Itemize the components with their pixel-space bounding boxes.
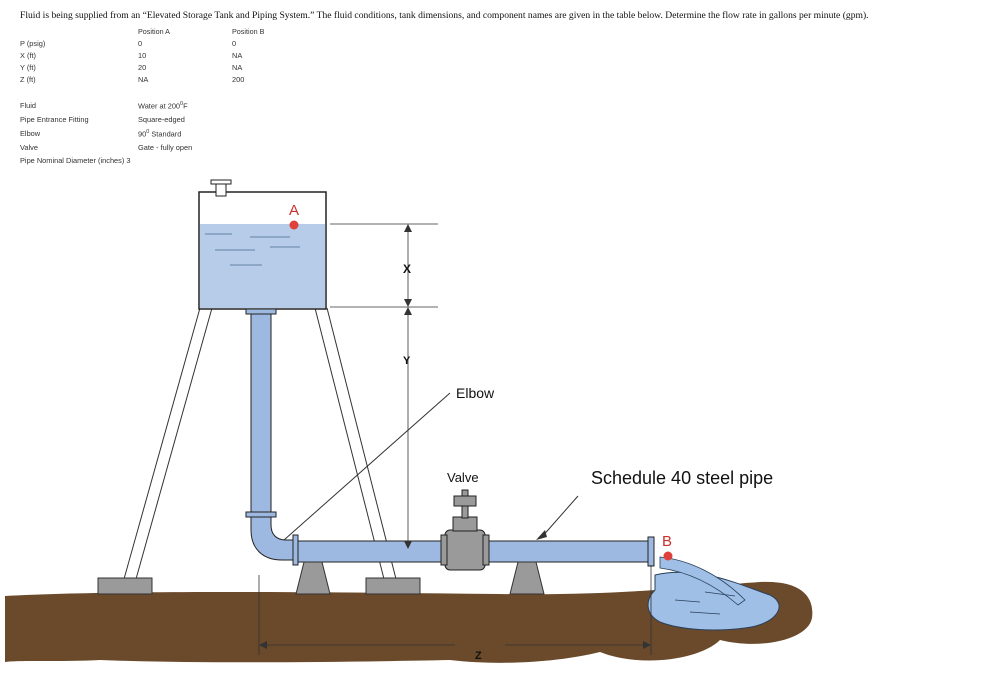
water-puddle — [647, 571, 780, 631]
elbow-value: 900 Standard — [138, 129, 181, 138]
elbow-leader-line — [283, 392, 451, 541]
fluid-value: Water at 2000F — [138, 101, 188, 110]
leg-left-outer — [123, 307, 201, 580]
leg-right-outer — [314, 307, 385, 580]
elbow-type: Standard — [151, 129, 182, 139]
row-label-y: Y (ft) — [20, 63, 36, 72]
pipe-support-1 — [295, 561, 331, 595]
gate-valve — [440, 489, 490, 571]
fluid-unit: F — [183, 101, 188, 111]
water-jet — [659, 556, 746, 606]
pipe-leader-line — [540, 495, 579, 539]
x-label: X — [403, 262, 411, 276]
ground — [5, 581, 813, 663]
valve-value: Gate - fully open — [138, 143, 193, 152]
entrance-value: Square-edged — [138, 115, 185, 124]
leg-left-inner — [135, 307, 213, 580]
vertical-pipe — [250, 308, 272, 520]
pressure-a-value: 0 — [138, 39, 143, 48]
point-a-marker — [289, 220, 299, 230]
x-b-value: NA — [232, 51, 243, 60]
problem-statement: Fluid is being supplied from an “Elevate… — [20, 10, 869, 21]
foot-right — [365, 577, 421, 595]
degree-sup: 0 — [180, 101, 184, 107]
column-header-position-a: Position A — [138, 27, 170, 36]
diameter-label: Pipe Nominal Diameter (inches) — [20, 156, 125, 165]
pipe-support-2 — [509, 561, 545, 595]
pipe-type-label: Schedule 40 steel pipe — [591, 468, 773, 488]
row-label-pressure: P (psig) — [20, 39, 46, 48]
elbow-diagram-label: Elbow — [456, 385, 495, 401]
y-b-value: NA — [232, 63, 243, 72]
z-label: Z — [475, 650, 482, 662]
entrance-label: Pipe Entrance Fitting — [20, 115, 89, 124]
elbow-angle: 90 — [138, 129, 147, 139]
row-label-z: Z (ft) — [20, 75, 36, 84]
elbow-fitting — [250, 516, 297, 561]
tank-water — [200, 224, 325, 308]
y-label: Y — [403, 355, 411, 367]
row-label-x: X (ft) — [20, 51, 37, 60]
valve-diagram-label: Valve — [447, 470, 479, 485]
valve-label: Valve — [20, 143, 38, 152]
elbow-label: Elbow — [20, 129, 41, 138]
diameter-value: 3 — [126, 156, 131, 165]
z-b-value: 200 — [232, 75, 245, 84]
point-a-label: A — [289, 202, 299, 219]
point-b-marker — [663, 551, 673, 561]
column-header-position-b: Position B — [232, 27, 265, 36]
leg-right-inner — [326, 307, 397, 580]
point-b-label: B — [662, 533, 672, 550]
elbow-degree-sup: 0 — [146, 129, 150, 135]
x-a-value: 10 — [138, 51, 147, 60]
y-a-value: 20 — [138, 63, 147, 72]
fluid-temp: Water at 200 — [138, 101, 181, 111]
pressure-b-value: 0 — [232, 39, 237, 48]
diameter-row: Pipe Nominal Diameter (inches) 3 — [20, 156, 131, 165]
z-a-value: NA — [138, 75, 149, 84]
foot-left — [97, 577, 153, 595]
fluid-label: Fluid — [20, 101, 37, 110]
